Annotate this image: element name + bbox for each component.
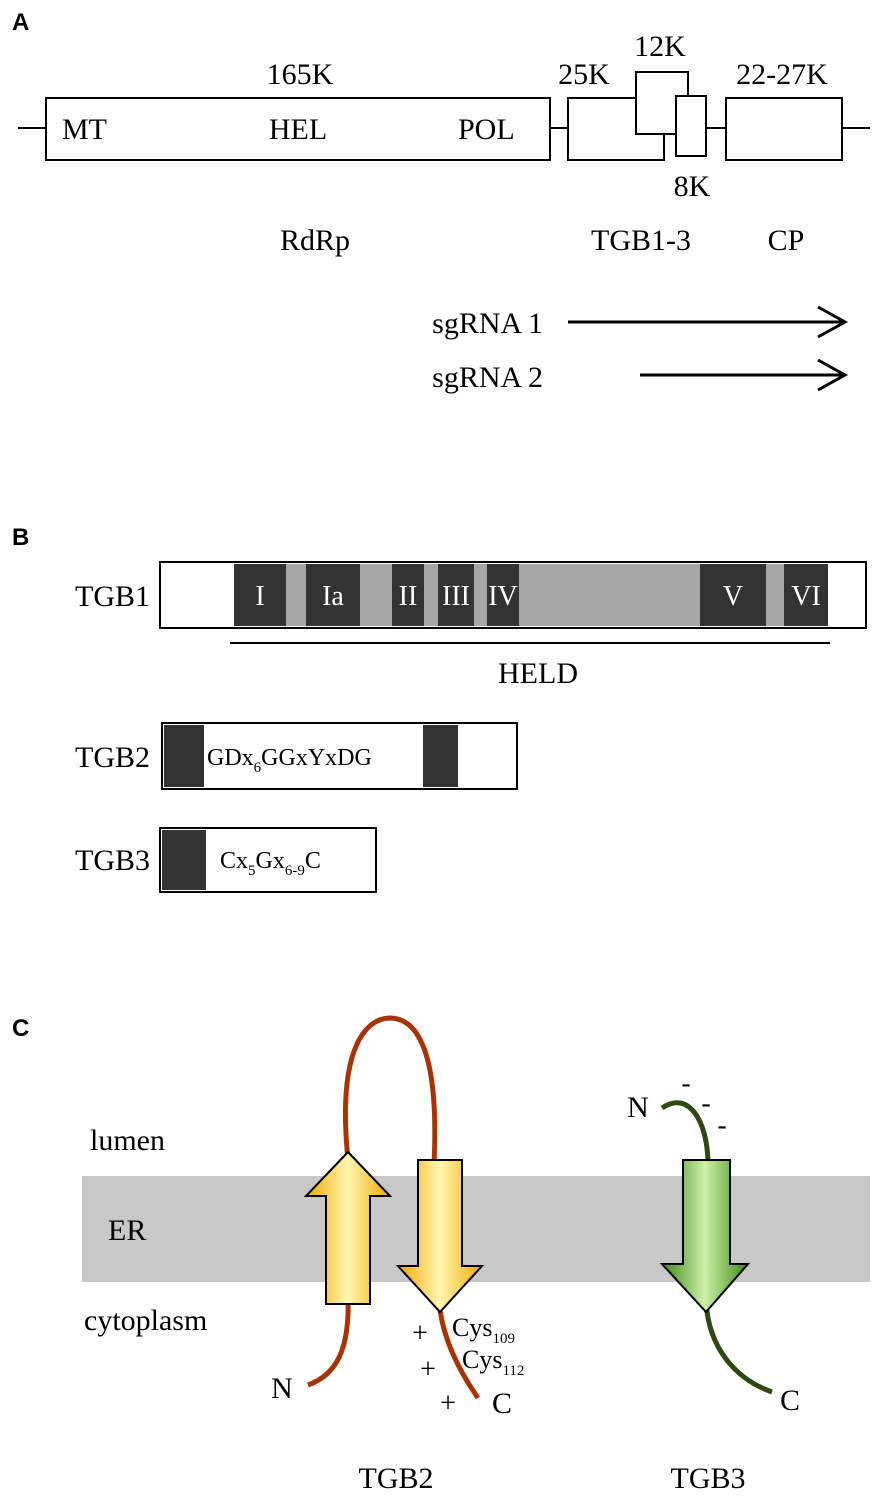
tgb3-tm-arrow-down xyxy=(659,1159,751,1314)
tgb2-luminal-loop xyxy=(342,1015,438,1166)
domain-hel: HEL xyxy=(269,113,327,146)
sgrna1-arrow xyxy=(568,305,849,339)
tgb-name: TGB1-3 xyxy=(591,224,691,257)
tgb3-orf-box xyxy=(675,95,707,157)
plus-charge-3: + xyxy=(440,1388,456,1419)
lumen-label: lumen xyxy=(90,1124,165,1157)
panel-b-label: B xyxy=(12,524,29,551)
cp-name: CP xyxy=(768,224,805,257)
cys112-label: Cys112 xyxy=(462,1345,524,1379)
panel-a: A 165K MT HEL POL RdRp 25K 12K 8K TGB1-3… xyxy=(12,9,870,394)
panel-c-label: C xyxy=(12,1015,29,1042)
panel-a-label: A xyxy=(12,9,29,36)
panel-c: C lumen ER cytoplasm N C + + + Cys109 Cy… xyxy=(12,1015,870,1495)
panel-b: B TGB1 I Ia II III IV V VI HELD TGB2 GDx… xyxy=(12,524,867,893)
sgrna2-arrow xyxy=(640,358,849,392)
minus-charge-3: - xyxy=(717,1110,726,1141)
motif-iii-block xyxy=(438,564,474,626)
tgb3-size: 8K xyxy=(674,170,711,203)
tgb2-tm2-arrow-down xyxy=(395,1159,485,1314)
tgb2-motif: GDx6GGxYxDG xyxy=(207,745,372,776)
minus-charge-1: - xyxy=(681,1068,690,1099)
motif-iv-label: IV xyxy=(488,581,518,612)
tgb2-c-tail xyxy=(437,1309,481,1400)
tgb3-n-terminus: N xyxy=(627,1091,649,1124)
tgb3-tm-block xyxy=(162,830,206,890)
tgb2-size: 12K xyxy=(634,30,686,63)
tgb1-label: TGB1 xyxy=(75,580,150,613)
tgb2-label: TGB2 xyxy=(75,741,150,774)
motif-vi-label: VI xyxy=(791,581,821,612)
tgb1-size: 25K xyxy=(558,58,610,91)
tgb2-tm2-block xyxy=(423,725,458,787)
orf1-box xyxy=(45,97,551,161)
tgb3-topology-name: TGB3 xyxy=(671,1462,746,1495)
tgb2-tm1-arrow-up xyxy=(303,1150,393,1305)
motif-v-block xyxy=(700,564,766,626)
tgb3-c-terminus: C xyxy=(780,1384,800,1417)
tgb3-c-tail xyxy=(703,1299,773,1395)
cp-orf-box xyxy=(725,97,843,161)
tgb2-c-terminus: C xyxy=(492,1387,512,1420)
orf1-size: 165K xyxy=(267,58,334,91)
motif-ia-label: Ia xyxy=(322,581,344,612)
tgb3-label: TGB3 xyxy=(75,844,150,877)
cp-size: 22-27K xyxy=(736,58,828,91)
cys109-label: Cys109 xyxy=(452,1313,515,1347)
plus-charge-1: + xyxy=(412,1318,428,1349)
motif-ia-block xyxy=(306,564,360,626)
motif-ii-label: II xyxy=(399,581,418,612)
er-label: ER xyxy=(108,1214,146,1247)
held-label: HELD xyxy=(498,657,578,690)
motif-ii-block xyxy=(392,564,424,626)
tgb2-n-terminus: N xyxy=(271,1372,293,1405)
tgb2-n-tail xyxy=(307,1295,351,1388)
tgb3-motif: Cx5Gx6-9C xyxy=(220,848,321,879)
domain-mt: MT xyxy=(62,113,107,146)
motif-v-label: V xyxy=(723,581,743,612)
plus-charge-2: + xyxy=(420,1354,436,1385)
motif-i-block xyxy=(234,564,286,626)
motif-i-label: I xyxy=(255,581,264,612)
motif-vi-block xyxy=(784,564,828,626)
cytoplasm-label: cytoplasm xyxy=(84,1304,207,1337)
tgb3-n-tail xyxy=(660,1100,711,1166)
sgrna1-label: sgRNA 1 xyxy=(432,307,543,340)
minus-charge-2: - xyxy=(701,1088,710,1119)
motif-iv-block xyxy=(487,564,519,626)
tgb2-topology-name: TGB2 xyxy=(359,1462,434,1495)
tgb2-tm1-block xyxy=(164,725,204,787)
orf1-name: RdRp xyxy=(280,224,350,257)
sgrna2-label: sgRNA 2 xyxy=(432,361,543,394)
motif-iii-label: III xyxy=(442,581,470,612)
domain-pol: POL xyxy=(458,113,515,146)
